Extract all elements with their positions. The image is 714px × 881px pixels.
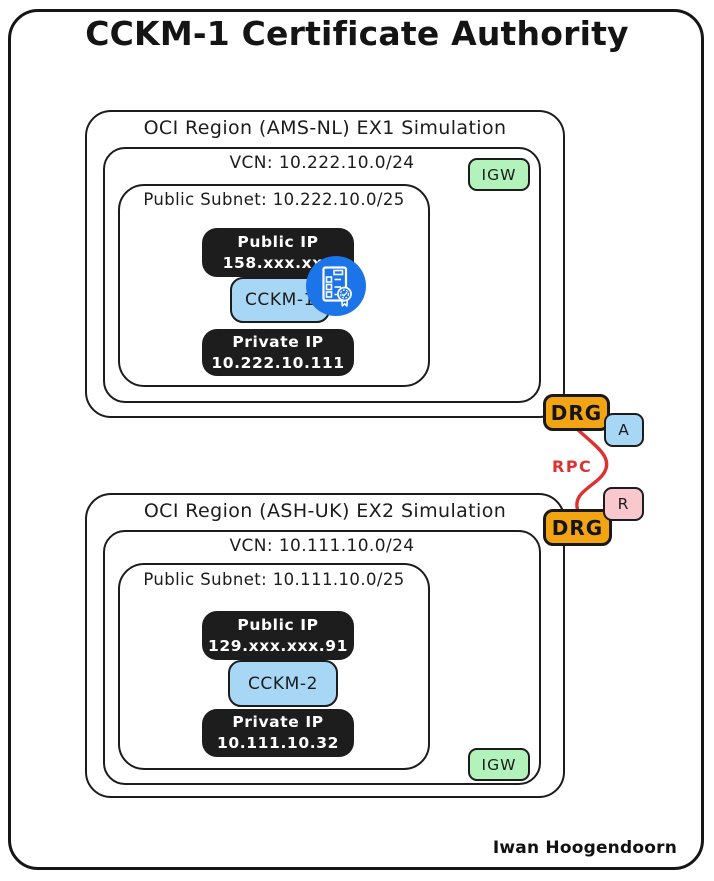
instance-label-cckm-1: CCKM-1 [244, 290, 316, 310]
vcn-label-2: VCN: 10.111.10.0/24 [229, 536, 415, 556]
badge-r-node: R [603, 487, 644, 521]
private-ip-value-1: 10.222.10.111 [211, 353, 345, 372]
certificate-icon [306, 256, 366, 316]
private-ip-node-2: Private IP 10.111.10.32 [202, 709, 354, 757]
public-ip-title-2: Public IP [237, 615, 319, 634]
badge-r-label: R [617, 495, 630, 513]
subnet-label-1: Public Subnet: 10.222.10.0/25 [143, 190, 405, 209]
subnet-label-2: Public Subnet: 10.111.10.0/25 [143, 570, 405, 589]
igw-node-2: IGW [468, 748, 530, 781]
public-ip-node-2: Public IP 129.xxx.xxx.91 [202, 611, 354, 660]
instance-label-cckm-2: CCKM-2 [247, 673, 319, 694]
badge-a-label: A [618, 421, 630, 439]
private-ip-title-2: Private IP [232, 713, 324, 731]
public-ip-value-1: 158.xxx.xxx [222, 253, 334, 272]
private-ip-value-2: 10.111.10.32 [217, 734, 339, 752]
private-ip-node-1: Private IP 10.222.10.111 [202, 329, 354, 376]
public-ip-title-1: Public IP [237, 232, 319, 251]
public-ip-value-2: 129.xxx.xxx.91 [208, 636, 348, 655]
region-label-ams-nl: OCI Region (AMS-NL) EX1 Simulation [143, 117, 507, 139]
region-label-ash-uk: OCI Region (ASH-UK) EX2 Simulation [143, 500, 507, 522]
rpc-label: RPC [552, 457, 593, 476]
badge-a-node: A [604, 413, 644, 447]
author-credit: Iwan Hoogendoorn [492, 838, 677, 858]
page-title: CCKM-1 Certificate Authority [85, 14, 629, 53]
drg-node-1: DRG [543, 394, 610, 431]
igw-label-2: IGW [481, 755, 517, 774]
drg-node-2: DRG [543, 509, 612, 546]
igw-node-1: IGW [468, 158, 530, 191]
drg-label-2: DRG [551, 515, 604, 540]
drg-label-1: DRG [550, 400, 603, 425]
vcn-label-1: VCN: 10.222.10.0/24 [229, 153, 415, 173]
instance-node-cckm-2: CCKM-2 [228, 660, 338, 707]
igw-label-1: IGW [481, 165, 517, 184]
private-ip-title-1: Private IP [232, 332, 324, 351]
